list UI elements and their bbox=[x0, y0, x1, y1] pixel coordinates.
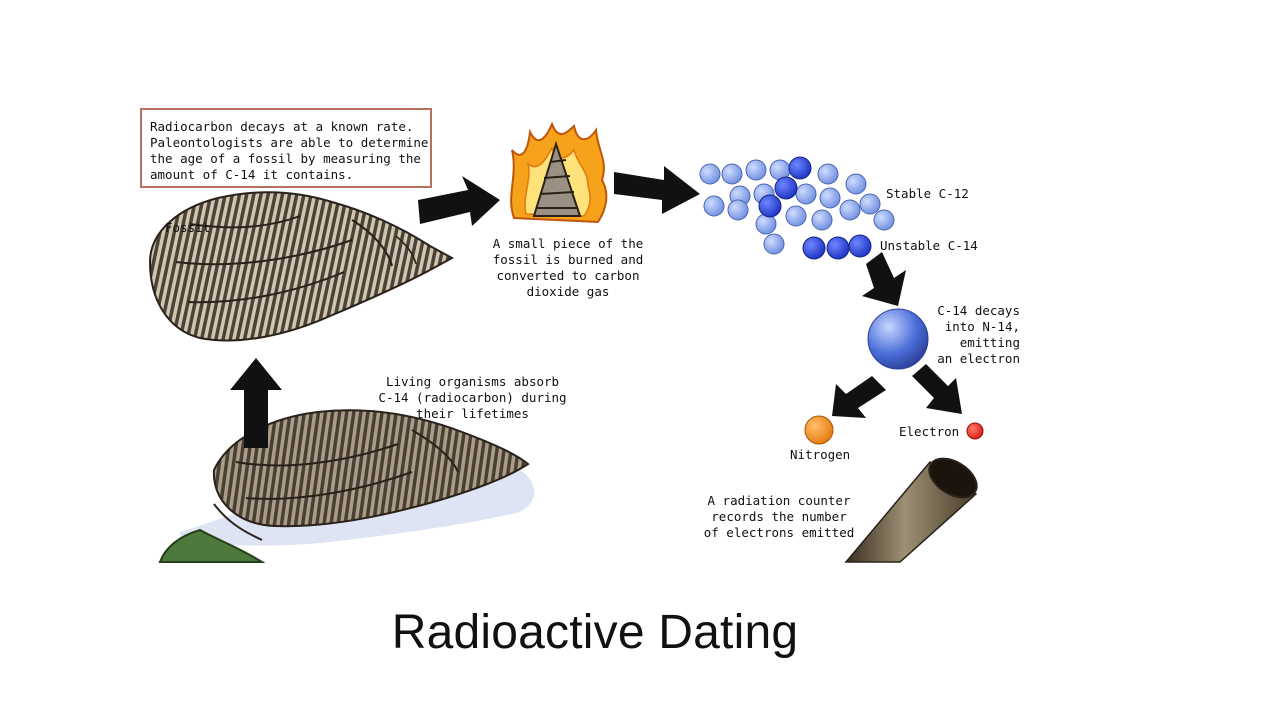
decay-line: C-14 decays bbox=[937, 303, 1020, 318]
decay-caption: C-14 decays into N-14, emitting an elect… bbox=[920, 303, 1020, 367]
living-snail-illustration bbox=[158, 409, 535, 563]
burning-fossil-illustration bbox=[510, 121, 608, 224]
stable-c12-atoms bbox=[699, 159, 895, 255]
living-line: their lifetimes bbox=[416, 406, 529, 421]
nitrogen-label: Nitrogen bbox=[790, 447, 851, 462]
unstable-c14-label: Unstable C-14 bbox=[880, 238, 978, 253]
arrow-burn-to-molecules bbox=[614, 166, 700, 214]
decay-line: into N-14, bbox=[944, 319, 1020, 334]
arrow-fossil-to-burn bbox=[418, 176, 500, 226]
fossil-label: Fossil bbox=[165, 220, 211, 235]
burn-line: fossil is burned and bbox=[492, 252, 644, 267]
burn-line: converted to carbon bbox=[496, 268, 640, 283]
arrow-decay-to-nitrogen bbox=[832, 376, 886, 418]
counter-line: A radiation counter bbox=[707, 493, 851, 508]
intro-line: amount of C-14 it contains. bbox=[150, 167, 354, 182]
fossil-shell-illustration bbox=[148, 191, 455, 342]
slide-title: Radioactive Dating bbox=[391, 606, 799, 659]
intro-line: Radiocarbon decays at a known rate. bbox=[150, 119, 414, 134]
arrow-molecules-to-decay bbox=[862, 252, 906, 306]
radiation-counter-tube bbox=[844, 457, 978, 563]
decay-line: emitting bbox=[959, 335, 1020, 350]
living-line: C-14 (radiocarbon) during bbox=[378, 390, 567, 405]
counter-line: of electrons emitted bbox=[703, 525, 855, 540]
arrow-living-to-fossil bbox=[230, 358, 282, 448]
intro-text-box: Radiocarbon decays at a known rate. Pale… bbox=[140, 108, 432, 188]
burn-line: dioxide gas bbox=[526, 284, 610, 299]
intro-line: the age of a fossil by measuring the bbox=[150, 151, 421, 166]
intro-line: Paleontologists are able to determine bbox=[150, 135, 429, 150]
nitrogen-atom bbox=[804, 415, 834, 445]
living-line: Living organisms absorb bbox=[385, 374, 560, 389]
stable-c12-label: Stable C-12 bbox=[886, 186, 969, 201]
electron-particle bbox=[966, 422, 984, 440]
burn-line: A small piece of the bbox=[492, 236, 644, 251]
burn-caption: A small piece of the fossil is burned an… bbox=[478, 236, 658, 300]
arrow-decay-to-electron bbox=[912, 364, 962, 414]
unstable-c14-atoms bbox=[758, 156, 872, 260]
decaying-c14-atom bbox=[867, 308, 929, 370]
decay-line: an electron bbox=[937, 351, 1020, 366]
counter-line: records the number bbox=[711, 509, 847, 524]
electron-label: Electron bbox=[899, 424, 960, 439]
living-caption: Living organisms absorb C-14 (radiocarbo… bbox=[370, 374, 575, 422]
counter-caption: A radiation counter records the number o… bbox=[696, 493, 862, 541]
